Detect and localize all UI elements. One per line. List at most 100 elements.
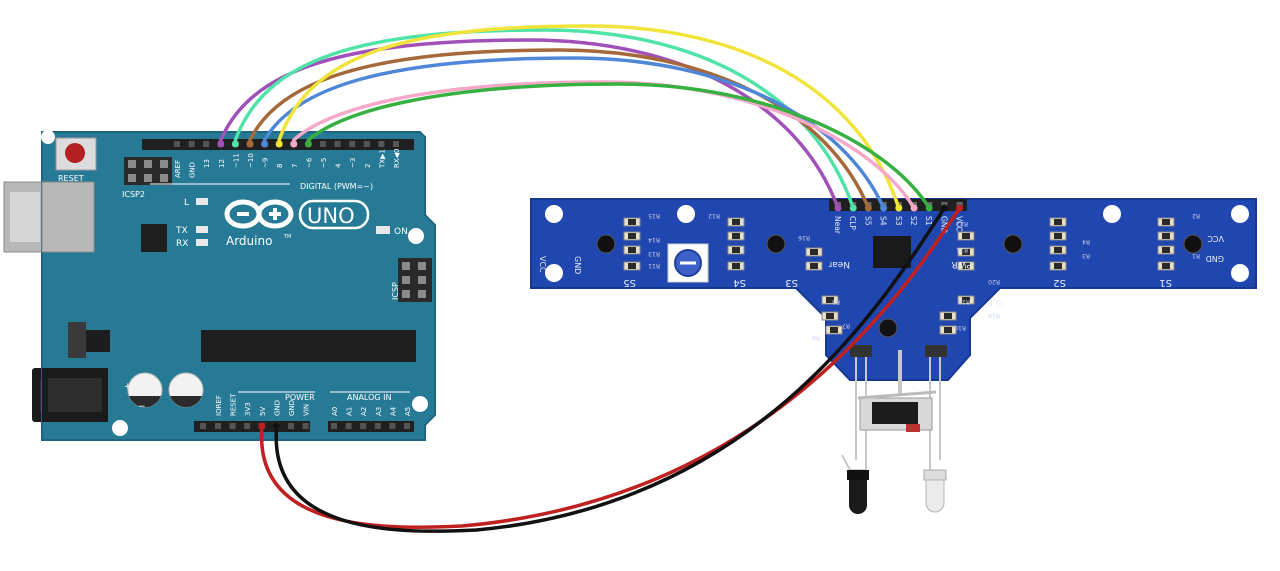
digital-pin-hole (203, 141, 210, 147)
mount-hole (677, 205, 695, 223)
smd-resistor-body (944, 327, 952, 333)
wire-end-arduino (275, 140, 283, 148)
digital-pin-label: 13 (203, 159, 211, 168)
digital-pin-label: 2 (364, 164, 372, 168)
led-l-label: L (184, 198, 189, 208)
sensor-pin-label: S2 (909, 216, 918, 226)
analog-pin-hole (374, 423, 381, 429)
uno-label: UNO (307, 204, 355, 228)
sensor-pin-label: VCC (955, 216, 964, 232)
digital-pin-label: TX▶1 (378, 149, 386, 169)
power-pin-label: RESET (230, 393, 238, 416)
digital-pin-hole (363, 141, 370, 147)
led-rx-label: RX (176, 239, 188, 249)
icsp2-header (124, 157, 172, 185)
digital-pin-label: 7 (291, 164, 299, 168)
ir-sensor (766, 234, 786, 254)
analog-pin-label: A5 (404, 407, 412, 416)
power-pin-label: GND (288, 400, 296, 416)
resistor-label: R16 (798, 234, 810, 241)
channel-label-s2: S2 (1053, 277, 1066, 288)
wire-end-arduino (304, 140, 312, 148)
resistor-label: R20 (988, 278, 1000, 285)
right-pad-gnd: GND (1206, 254, 1224, 263)
resistor-label: R1 (1192, 252, 1200, 259)
power-label: POWER (285, 393, 315, 402)
digital-label: DIGITAL (PWM=~) (300, 182, 373, 191)
digital-pin-hole (320, 141, 326, 147)
sensor-pin-label: GND (939, 216, 948, 233)
smd-resistor-body (962, 249, 970, 255)
smd-resistor-body (1162, 247, 1170, 253)
smd-resistor-body (732, 263, 740, 269)
smd-resistor-body (732, 247, 740, 253)
mount-hole (1231, 205, 1249, 223)
smd-resistor-body (732, 233, 740, 239)
usb-chip (141, 224, 167, 252)
sensor-pin-label: CLP (848, 216, 857, 230)
smd-resistor-body (1054, 233, 1062, 239)
smd-resistor-body (962, 233, 970, 239)
resistor-label: R2 (1192, 212, 1200, 219)
wire-end-sensor (880, 204, 888, 212)
channel-label-s1: S1 (1159, 277, 1172, 288)
wire-d8-to-s3 (277, 24, 901, 210)
ir-receiver-led (847, 470, 869, 514)
wire-d7-to-s2 (292, 80, 916, 210)
sensor-pin-label: S3 (894, 216, 903, 226)
analog-pin-label: A1 (346, 407, 354, 416)
led-tx-label: TX (175, 226, 188, 236)
pwr-label: PWR (951, 259, 972, 269)
smd-resistor-body (628, 219, 636, 225)
analog-pin-label: A0 (331, 407, 339, 416)
wire-d9-to-s4 (262, 56, 886, 210)
icsp-label: ICSP (391, 282, 400, 300)
smd-resistor-body (826, 297, 834, 303)
left-pad-vcc: VCC (538, 256, 547, 273)
atmega-chip (201, 330, 416, 362)
analog-pin-label: A4 (389, 406, 397, 416)
smd-resistor-body (628, 233, 636, 239)
power-pin-label: VIN (303, 404, 311, 416)
wire-5v-to-vcc (260, 206, 962, 529)
power-pin-hole (244, 423, 251, 429)
resistor-label: R12 (708, 212, 720, 219)
smd-resistor-body (1162, 233, 1170, 239)
led-l (196, 198, 208, 205)
sensor-pin-label: S1 (924, 216, 933, 226)
voltage-regulator (68, 322, 86, 358)
resistor-label: R11 (648, 262, 660, 269)
wire-end-sensor (910, 204, 918, 212)
line-tracking-sensor-board: VCC GND VCC GND R15R14R13R11R12R16R22R21… (530, 198, 1257, 514)
power-pin-hole (229, 423, 236, 429)
power-pin-hole (215, 423, 221, 429)
power-pin-hole (302, 423, 309, 429)
wire-end-sensor (925, 204, 933, 212)
wire-end-arduino (217, 140, 225, 148)
channel-label-s3: S3 (785, 277, 798, 288)
resistor-label: R8 (832, 298, 840, 305)
mount-hole (1103, 205, 1121, 223)
wire-end-sensor (895, 204, 903, 212)
sensor-pin-label: S5 (863, 216, 872, 226)
right-pad-vcc: VCC (1207, 234, 1224, 243)
wire-end-sensor (956, 204, 964, 212)
wire-end-sensor (834, 204, 842, 212)
analog-pin-hole (331, 423, 337, 429)
wire-d12-to-near (219, 38, 840, 210)
resistor-label: R9 (812, 334, 820, 341)
wire-end-arduino (258, 422, 266, 430)
wire-end-sensor (940, 204, 948, 212)
left-pad-gnd: GND (573, 256, 582, 274)
sensor-pcb (530, 198, 1257, 381)
voltage-regulator-body (86, 330, 110, 352)
smd-resistor-body (944, 313, 952, 319)
digital-pin-hole (349, 141, 356, 147)
digital-pin-label: ~5 (320, 158, 328, 168)
power-header (194, 421, 310, 432)
wire-end-sensor (849, 204, 857, 212)
digital-pin-label: ~9 (262, 158, 270, 168)
ir-emitter-led (923, 469, 947, 513)
